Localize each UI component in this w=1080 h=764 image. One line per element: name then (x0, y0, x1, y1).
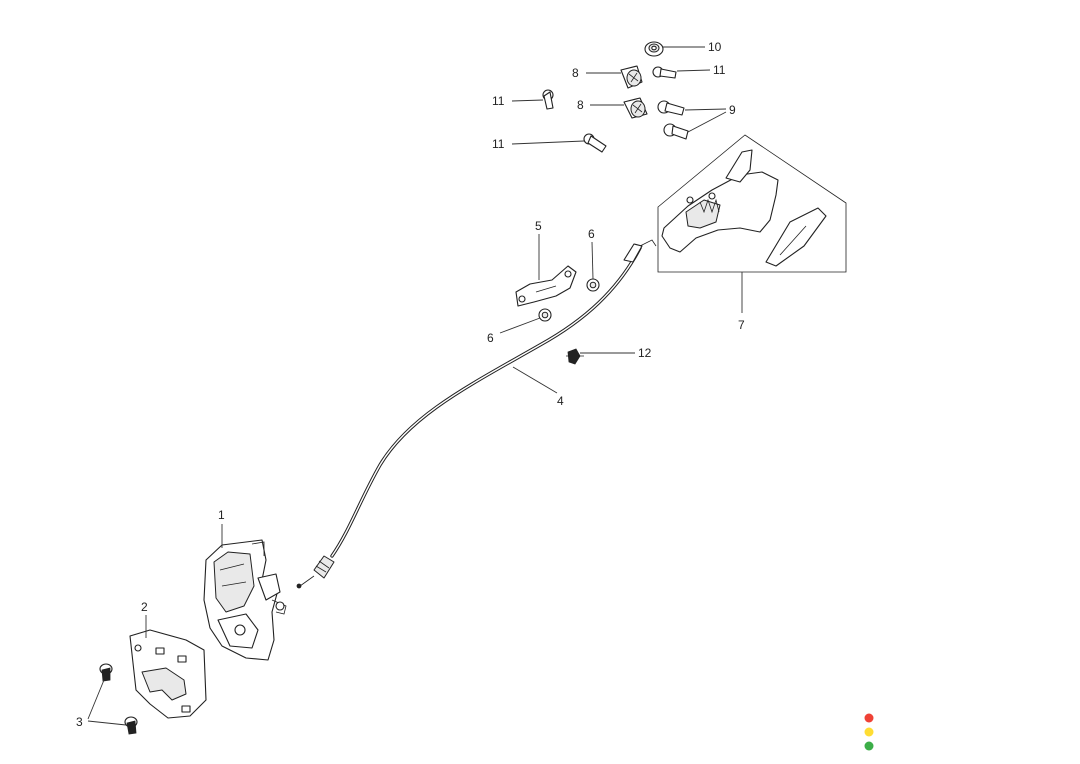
callout-6-lower: 6 (487, 331, 494, 345)
callout-7: 7 (738, 318, 745, 332)
callout-11-left: 11 (492, 94, 505, 108)
part-4-release-cable[interactable] (296, 239, 657, 589)
callout-8-lower: 8 (577, 98, 584, 112)
part-8-grommet-upper[interactable] (620, 65, 643, 89)
part-11-bolt-lower[interactable] (583, 133, 607, 153)
part-3-screw-upper[interactable] (99, 663, 113, 682)
part-9-bolt-a[interactable] (657, 100, 685, 116)
leader-11-lower (511, 140, 585, 145)
part-3-screw-lower[interactable] (124, 716, 138, 735)
leader-3a (87, 679, 105, 720)
callout-5: 5 (535, 219, 542, 233)
callout-6-upper: 6 (588, 227, 595, 241)
part-2-reinforcement-plate[interactable] (129, 629, 207, 719)
part-8-grommet-lower[interactable] (623, 97, 648, 119)
callout-8-upper: 8 (572, 66, 579, 80)
part-5-bracket[interactable] (515, 265, 577, 307)
callout-11-top: 11 (713, 63, 726, 77)
part-11-bolt-left[interactable] (542, 89, 554, 110)
callout-9: 9 (729, 103, 736, 117)
callout-10: 10 (708, 40, 722, 54)
status-indicator (864, 713, 874, 751)
leader-9b (687, 111, 727, 133)
status-dot-green (864, 741, 874, 751)
leader-11-top (676, 69, 711, 72)
part-6-nut-lower[interactable] (538, 308, 552, 322)
part-7-handle-assembly[interactable] (657, 134, 847, 273)
leader-9a (684, 108, 727, 111)
callout-11-lower: 11 (492, 137, 505, 151)
assembly-frame (657, 134, 847, 273)
leader-6-lower (499, 317, 541, 334)
callout-2: 2 (141, 600, 148, 614)
part-9-bolt-b[interactable] (663, 123, 689, 140)
callout-12: 12 (638, 346, 652, 360)
part-12-clip[interactable] (566, 348, 584, 365)
part-10-flange-nut[interactable] (644, 41, 664, 57)
leader-3b (87, 720, 127, 726)
callout-1: 1 (218, 508, 225, 522)
callout-4: 4 (557, 394, 564, 408)
leader-6-upper (591, 241, 594, 280)
part-11-bolt-top[interactable] (652, 66, 677, 79)
part-6-nut-upper[interactable] (586, 278, 600, 292)
callout-3: 3 (76, 715, 83, 729)
part-1-door-latch[interactable] (203, 539, 287, 661)
status-dot-red (864, 713, 874, 723)
status-dot-yellow (864, 727, 874, 737)
leader-4 (512, 366, 558, 394)
leader-11-left (511, 99, 544, 102)
